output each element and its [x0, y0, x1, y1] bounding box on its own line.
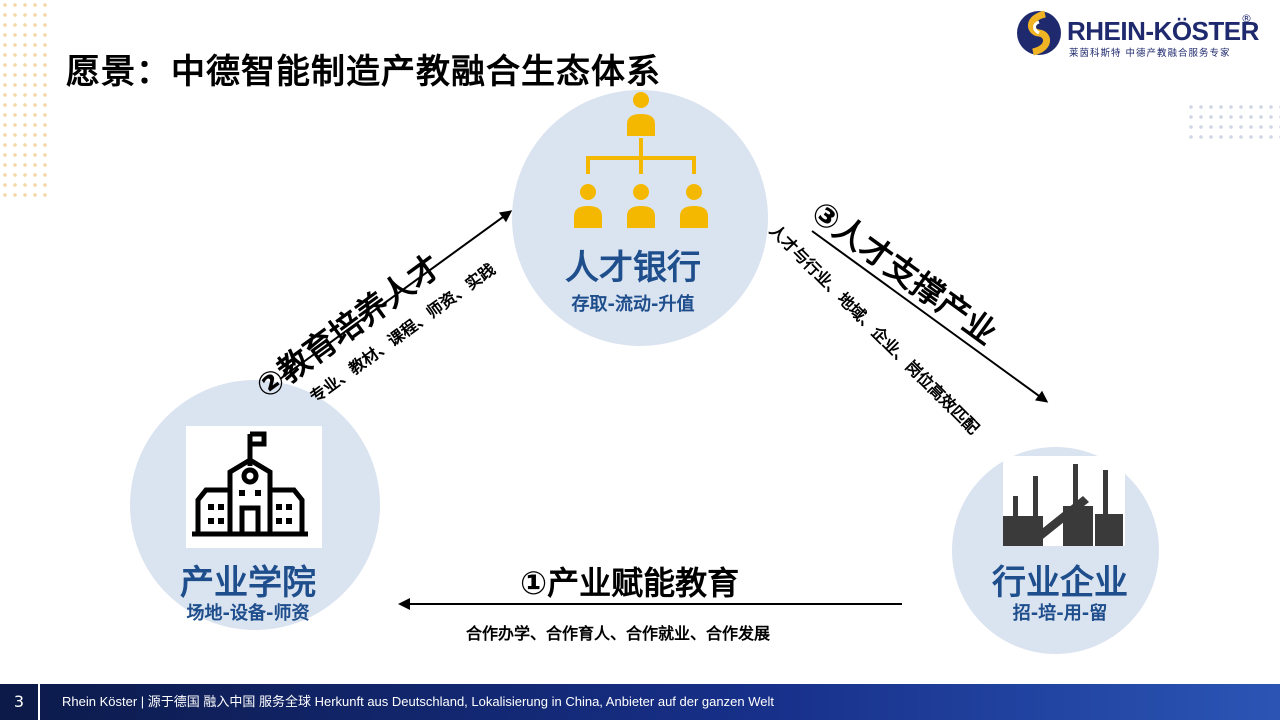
industry-college-subtitle: 场地-设备-师资	[186, 603, 310, 624]
decorative-dots	[0, 0, 48, 200]
registered-mark: ®	[1241, 12, 1252, 25]
flow-arrow-1	[398, 598, 902, 610]
talent-bank-subtitle: 存取-流动-升值	[571, 294, 695, 315]
industry-college-title: 产业学院	[180, 563, 316, 603]
page-title: 愿景：中德智能制造产教融合生态体系	[66, 52, 661, 92]
logo-name: RHEIN-KÖSTER	[1067, 16, 1259, 46]
footer-text: Rhein Köster | 源于德国 融入中国 服务全球 Herkunft a…	[62, 694, 774, 709]
footer-bar: 3 Rhein Köster | 源于德国 融入中国 服务全球 Herkunft…	[0, 684, 1280, 720]
company-logo: RHEIN-KÖSTER ® 莱茵科斯特 中德产教融合服务专家	[1015, 8, 1265, 62]
flow-1-detail: 合作办学、合作育人、合作就业、合作发展	[466, 624, 771, 643]
enterprise-subtitle: 招-培-用-留	[1012, 603, 1108, 624]
org-chart-people-icon	[574, 92, 708, 228]
school-building-icon	[186, 426, 322, 548]
flow-1-title: ①产业赋能教育	[520, 564, 740, 602]
talent-bank-title: 人才银行	[565, 248, 701, 288]
page-number: 3	[0, 684, 40, 720]
logo-tagline: 莱茵科斯特 中德产教融合服务专家	[1069, 48, 1231, 59]
decorative-dots	[1186, 102, 1280, 142]
enterprise-title: 行业企业	[992, 563, 1128, 603]
logo-swirl-icon	[1017, 10, 1061, 56]
factory-icon	[1003, 456, 1125, 546]
